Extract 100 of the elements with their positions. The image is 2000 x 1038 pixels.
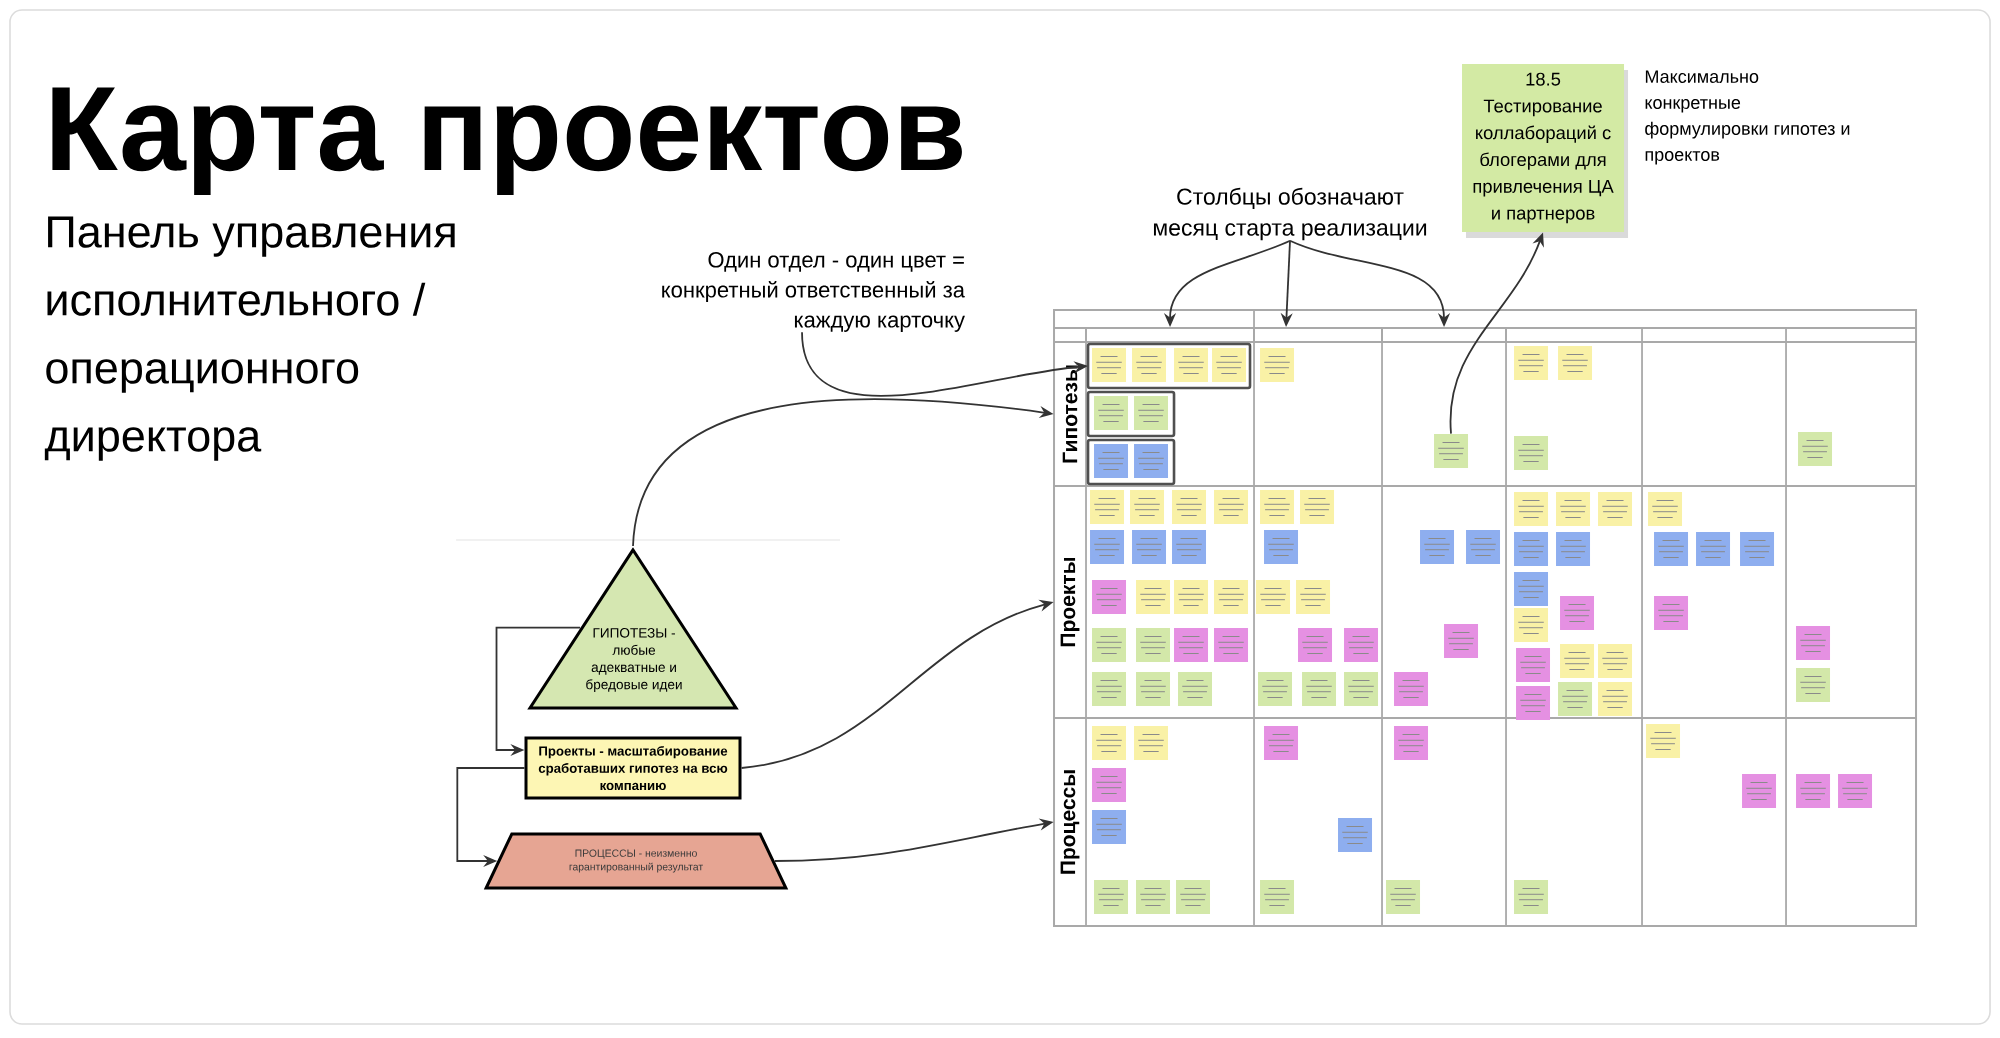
sticky-card	[1466, 530, 1500, 564]
sticky-card	[1132, 348, 1166, 382]
sticky-card	[1696, 532, 1731, 566]
sticky-card	[1092, 580, 1126, 614]
sticky-card	[1178, 672, 1212, 706]
sticky-card	[1796, 668, 1831, 702]
sticky-card	[1094, 444, 1128, 478]
sticky-card	[1516, 648, 1550, 682]
title: Карта проектов	[52, 87, 962, 195]
sticky-card	[1172, 530, 1206, 564]
card-group-frame	[1086, 390, 1176, 438]
sticky-card	[1092, 768, 1126, 802]
subtitle: Панель управления исполнительного / операционного директора	[44, 216, 455, 461]
sticky-card	[1136, 580, 1170, 614]
column-header-cell	[1381, 327, 1507, 343]
sticky-card	[1742, 774, 1777, 808]
sticky-card	[1092, 628, 1126, 662]
sticky-card	[1394, 672, 1428, 706]
sticky-card	[1092, 348, 1126, 382]
sticky-card	[1740, 532, 1775, 566]
sticky-card	[1344, 672, 1378, 706]
sticky-card	[1838, 774, 1873, 808]
sticky-card	[1444, 624, 1479, 658]
sticky-card	[1558, 682, 1592, 716]
card-group-frame	[1086, 438, 1176, 486]
sticky-card	[1598, 492, 1632, 526]
sticky-card	[1516, 686, 1550, 720]
sticky-card	[1136, 628, 1170, 662]
sticky-card	[1264, 530, 1298, 564]
sticky-card	[1214, 580, 1248, 614]
sticky-card	[1558, 346, 1592, 380]
sticky-card	[1386, 880, 1420, 914]
card-group-frame	[1086, 342, 1252, 390]
sticky-card	[1214, 490, 1248, 524]
row-label: Проекты	[1060, 557, 1080, 647]
sticky-card	[1092, 726, 1126, 760]
sticky-card	[1136, 880, 1170, 914]
sticky-card	[1090, 530, 1124, 564]
sticky-card	[1796, 774, 1831, 808]
sticky-card	[1796, 626, 1831, 660]
sticky-card	[1654, 532, 1689, 566]
sticky-card	[1092, 810, 1126, 844]
sticky-card	[1560, 644, 1594, 678]
sticky-card	[1302, 672, 1336, 706]
note-text: Максимально конкретные формулировки гипотез и проектов	[1645, 70, 1850, 165]
sticky-card	[1260, 880, 1294, 914]
sticky-card	[1134, 444, 1168, 478]
sticky-card	[1174, 348, 1208, 382]
annotation-text: Столбцы обозначают месяц старта реализации	[1154, 187, 1427, 241]
sticky-card	[1514, 572, 1548, 606]
sticky-card	[1134, 726, 1168, 760]
sticky-card	[1090, 490, 1124, 524]
sticky-card	[1258, 672, 1292, 706]
sticky-card	[1598, 644, 1632, 678]
annotation-text: Один отдел - один цвет = конкретный ответственный за каждую карточку	[662, 252, 965, 332]
sticky-card	[1514, 608, 1548, 642]
sticky-card	[1298, 628, 1332, 662]
sticky-card	[1264, 726, 1298, 760]
sticky-card	[1344, 628, 1378, 662]
sticky-card	[1172, 490, 1206, 524]
sticky-card	[1514, 346, 1548, 380]
sticky-card	[1300, 490, 1334, 524]
sticky-card	[1556, 532, 1590, 566]
sticky-card	[1134, 396, 1168, 430]
sticky-card	[1260, 490, 1294, 524]
sticky-card	[1214, 628, 1248, 662]
sticky-card	[1560, 596, 1594, 630]
sticky-card	[1654, 596, 1689, 630]
row-label: Процессы	[1060, 770, 1080, 874]
sticky-card	[1648, 492, 1682, 526]
sticky-card	[1420, 530, 1454, 564]
sticky-card	[1338, 818, 1372, 852]
sticky-card	[1130, 490, 1164, 524]
sticky-card	[1434, 434, 1468, 468]
sticky-card	[1212, 348, 1246, 382]
sticky-card	[1556, 492, 1590, 526]
sticky-card	[1798, 432, 1833, 466]
row-label: Гипотезы	[1062, 365, 1078, 463]
sticky-card	[1092, 672, 1126, 706]
sticky-card	[1256, 580, 1290, 614]
sticky-card	[1394, 726, 1428, 760]
sticky-card	[1514, 492, 1548, 526]
sticky-card	[1094, 396, 1128, 430]
sticky-card	[1094, 880, 1128, 914]
sticky-card	[1132, 530, 1166, 564]
sticky-card	[1176, 880, 1210, 914]
column-header-cell	[1253, 327, 1383, 343]
sticky-card	[1136, 672, 1170, 706]
board-grid	[1053, 309, 1918, 927]
sticky-card	[1514, 532, 1548, 566]
sticky-card	[1646, 724, 1680, 758]
sticky-card	[1296, 580, 1330, 614]
column-header-cell	[1085, 327, 1255, 343]
sticky-card	[1260, 348, 1294, 382]
sticky-note: 18.5 Тестирование коллабораций с блогерами для привлечения ЦА и партнеров	[1462, 64, 1629, 238]
sticky-card	[1174, 580, 1208, 614]
sticky-card	[1514, 880, 1548, 914]
sticky-card	[1514, 436, 1548, 470]
sticky-card	[1174, 628, 1208, 662]
sticky-card	[1598, 682, 1632, 716]
